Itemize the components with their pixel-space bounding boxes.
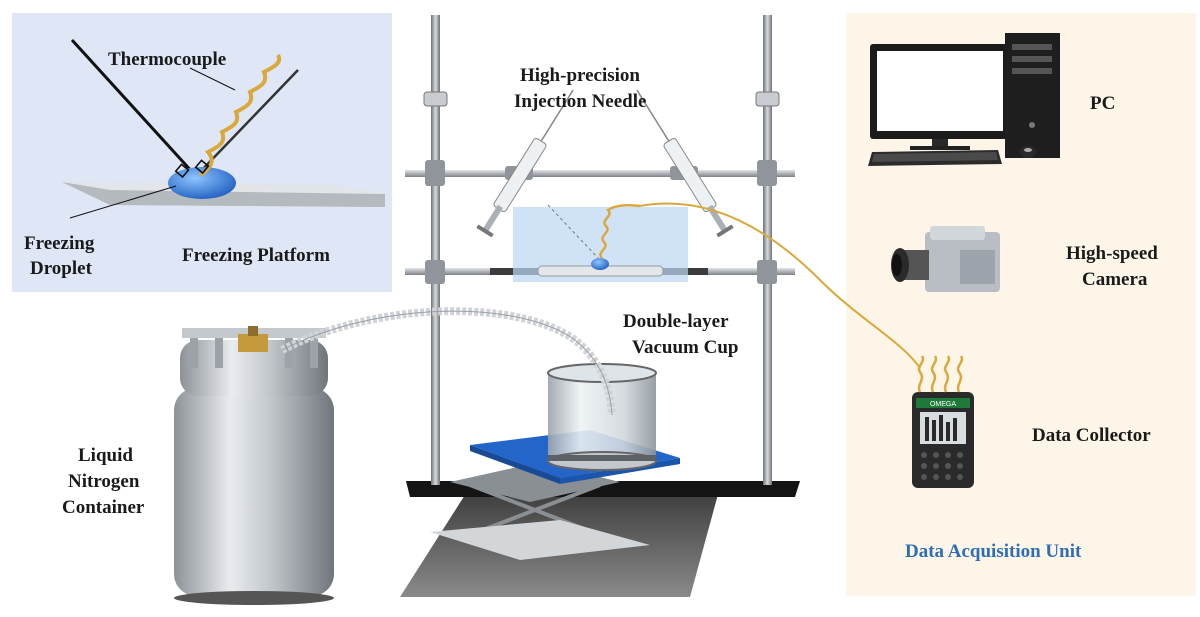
label-ln2-line1: Liquid (78, 445, 133, 466)
inset-panel (12, 13, 392, 292)
label-freezing-droplet-line1: Freezing (24, 233, 95, 254)
injection-needles (476, 89, 734, 259)
data-collector-illustration: OMEGA (912, 355, 974, 488)
droplet-on-stand (591, 258, 609, 270)
daq-panel: OMEGA (846, 13, 1196, 596)
liquid-nitrogen-container (174, 326, 334, 605)
thermocouple-cable (639, 202, 921, 369)
label-camera-line1: High-speed (1066, 243, 1158, 264)
label-needle-line2: Injection Needle (514, 91, 647, 112)
pc-illustration (868, 33, 1060, 166)
label-data-collector: Data Collector (1032, 425, 1151, 446)
label-freezing-platform: Freezing Platform (182, 245, 330, 266)
label-vacuum-cup-line1: Double-layer (623, 311, 729, 332)
label-freezing-droplet-line2: Droplet (30, 258, 92, 279)
camera-illustration (891, 226, 1000, 292)
vacuum-cup (547, 363, 657, 471)
label-ln2-line3: Container (62, 497, 145, 518)
label-ln2-line2: Nitrogen (68, 471, 140, 492)
label-camera-line2: Camera (1082, 269, 1148, 290)
thermocouple-wire-black (70, 38, 197, 177)
label-thermocouple: Thermocouple (108, 49, 227, 70)
label-vacuum-cup-line2: Vacuum Cup (632, 337, 739, 358)
label-pc: PC (1090, 93, 1116, 114)
label-needle-line1: High-precision (520, 65, 640, 86)
thermocouple-coil (198, 54, 282, 177)
logger-brand: OMEGA (930, 401, 956, 408)
label-data-acquisition-unit: Data Acquisition Unit (905, 541, 1082, 562)
